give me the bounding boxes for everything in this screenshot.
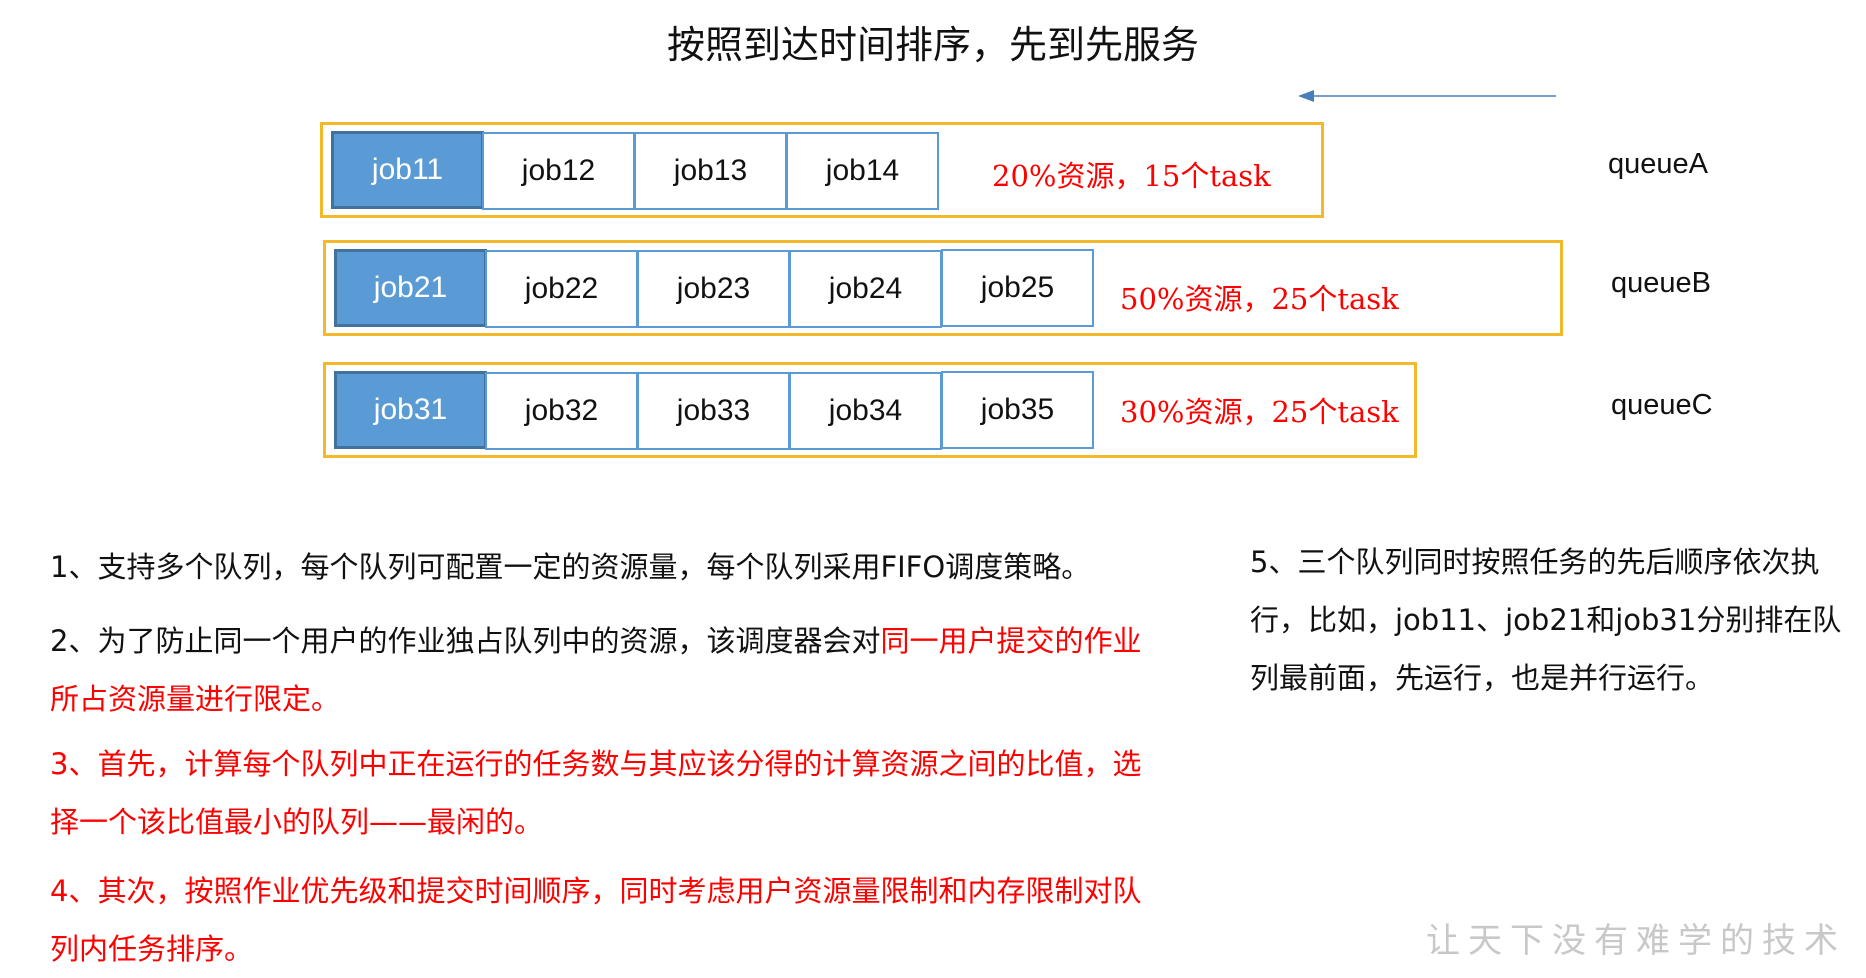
job-cell: job14 (786, 132, 939, 210)
job-cell: job24 (789, 250, 942, 328)
watermark: 让天下没有难学的技术 (1426, 921, 1846, 961)
job-cell: job31 (334, 371, 487, 449)
job-cell: job13 (634, 132, 787, 210)
job-cell: job12 (482, 132, 635, 210)
note-5: 5、三个队列同时按照任务的先后顺序依次执行，比如，job11、job21和job… (1250, 545, 1842, 695)
note-2-highlight: 同一用户提交的作业所占资源量进行限定。 (50, 624, 1142, 716)
queue-c-label: queueC (1611, 389, 1713, 421)
queue-b-resource: 50%资源，25个task (1120, 282, 1399, 316)
note-1: 1、支持多个队列，每个队列可配置一定的资源量，每个队列采用FIFO调度策略。 (50, 550, 1091, 584)
queue-a-label: queueA (1608, 148, 1708, 180)
job-cell: job25 (941, 249, 1094, 327)
queue-b-label: queueB (1611, 267, 1711, 299)
job-cell: job33 (637, 372, 790, 450)
job-cell: job32 (485, 372, 638, 450)
job-cell: job34 (789, 372, 942, 450)
job-cell: job23 (637, 250, 790, 328)
queue-c-resource: 30%资源，25个task (1120, 395, 1399, 429)
job-cell: job11 (331, 131, 484, 209)
queue-a-resource: 20%资源，15个task (992, 159, 1271, 193)
note-2-text: 2、为了防止同一个用户的作业独占队列中的资源，该调度器会对 (50, 624, 881, 658)
note-3: 3、首先，计算每个队列中正在运行的任务数与其应该分得的计算资源之间的比值，选择一… (50, 747, 1142, 839)
job-cell: job35 (941, 371, 1094, 449)
note-4: 4、其次，按照作业优先级和提交时间顺序，同时考虑用户资源量限制和内存限制对队列内… (50, 874, 1142, 966)
diagram-title: 按照到达时间排序，先到先服务 (666, 23, 1199, 67)
note-2: 2、为了防止同一个用户的作业独占队列中的资源，该调度器会对同一用户提交的作业所占… (50, 612, 1170, 728)
job-cell: job22 (485, 250, 638, 328)
job-cell: job21 (334, 249, 487, 327)
left-arrow-icon (1298, 90, 1556, 102)
